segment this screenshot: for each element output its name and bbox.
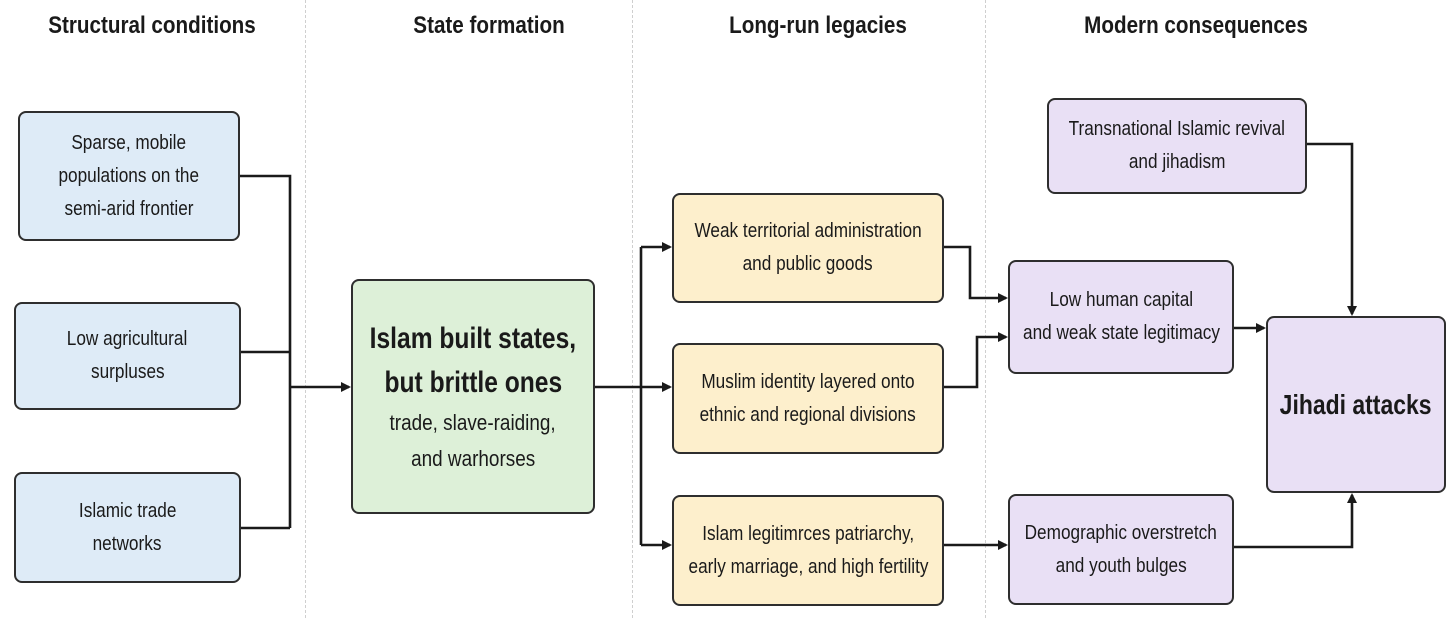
- state-headline-line: but brittle ones: [384, 365, 562, 399]
- box-muslim-identity: Muslim identity layered onto ethnic and …: [672, 343, 944, 454]
- column-divider: [985, 0, 986, 618]
- box-demographic-overstretch: Demographic overstretch and youth bulges: [1008, 494, 1234, 605]
- box-line: Islam legitimrces patriarchy,: [702, 522, 914, 545]
- box-line: Weak territorial administration: [694, 220, 922, 242]
- box-line: Islamic trade: [78, 499, 177, 522]
- box-line: surpluses: [90, 361, 165, 383]
- state-detail-line: trade, slave-raiding,: [389, 409, 557, 435]
- box-line: ethnic and regional divisions: [699, 403, 917, 426]
- arrow-identity-to-human-capital: [944, 332, 1008, 389]
- connector-sparse-to-bracket: [240, 174, 292, 528]
- state-detail-line: and warhorses: [410, 445, 536, 471]
- box-line: networks: [93, 532, 162, 555]
- box-low-human-capital: Low human capital and weak state legitim…: [1008, 260, 1234, 374]
- box-weak-territorial-administration: Weak territorial administration and publ…: [672, 193, 944, 303]
- box-state-formation: Islam built states, but brittle ones tra…: [351, 279, 595, 514]
- box-line: Low agricultural: [67, 328, 188, 350]
- box-line: and weak state legitimacy: [1022, 322, 1220, 344]
- column-title-legacies: Long-run legacies: [729, 12, 907, 39]
- box-line: Transnational Islamic revival: [1068, 118, 1286, 140]
- arrow-administration-to-human-capital: [944, 245, 1008, 303]
- box-line: semi-arid frontier: [64, 197, 194, 220]
- box-transnational-revival: Transnational Islamic revival and jihadi…: [1047, 98, 1307, 194]
- box-line: and youth bulges: [1055, 554, 1187, 577]
- column-divider: [632, 0, 633, 618]
- box-jihadi-attacks: Jihadi attacks: [1266, 316, 1446, 493]
- box-line: populations on the: [58, 164, 200, 187]
- box-line: Muslim identity layered onto: [701, 370, 915, 393]
- box-islamic-trade-networks: Islamic trade networks: [14, 472, 241, 583]
- box-line: and jihadism: [1128, 151, 1226, 173]
- box-line: and public goods: [742, 253, 874, 275]
- box-line: Demographic overstretch: [1024, 521, 1218, 544]
- box-line: Sparse, mobile: [71, 131, 187, 154]
- box-sparse-populations: Sparse, mobile populations on the semi-a…: [18, 111, 240, 241]
- box-line: Low human capital: [1049, 289, 1193, 311]
- column-divider: [305, 0, 306, 618]
- column-title-consequences: Modern consequences: [1084, 12, 1308, 39]
- outcome-label: Jihadi attacks: [1280, 389, 1432, 420]
- state-headline-line: Islam built states,: [369, 321, 577, 355]
- column-title-structural: Structural conditions: [48, 12, 256, 39]
- arrow-demographic-to-jihadi: [1234, 493, 1357, 549]
- box-low-agricultural-surpluses: Low agricultural surpluses: [14, 302, 241, 410]
- box-line: early marriage, and high fertility: [688, 555, 928, 578]
- arrow-revival-to-jihadi: [1307, 142, 1357, 316]
- box-patriarchy-fertility: Islam legitimrces patriarchy, early marr…: [672, 495, 944, 606]
- column-title-state: State formation: [413, 12, 565, 39]
